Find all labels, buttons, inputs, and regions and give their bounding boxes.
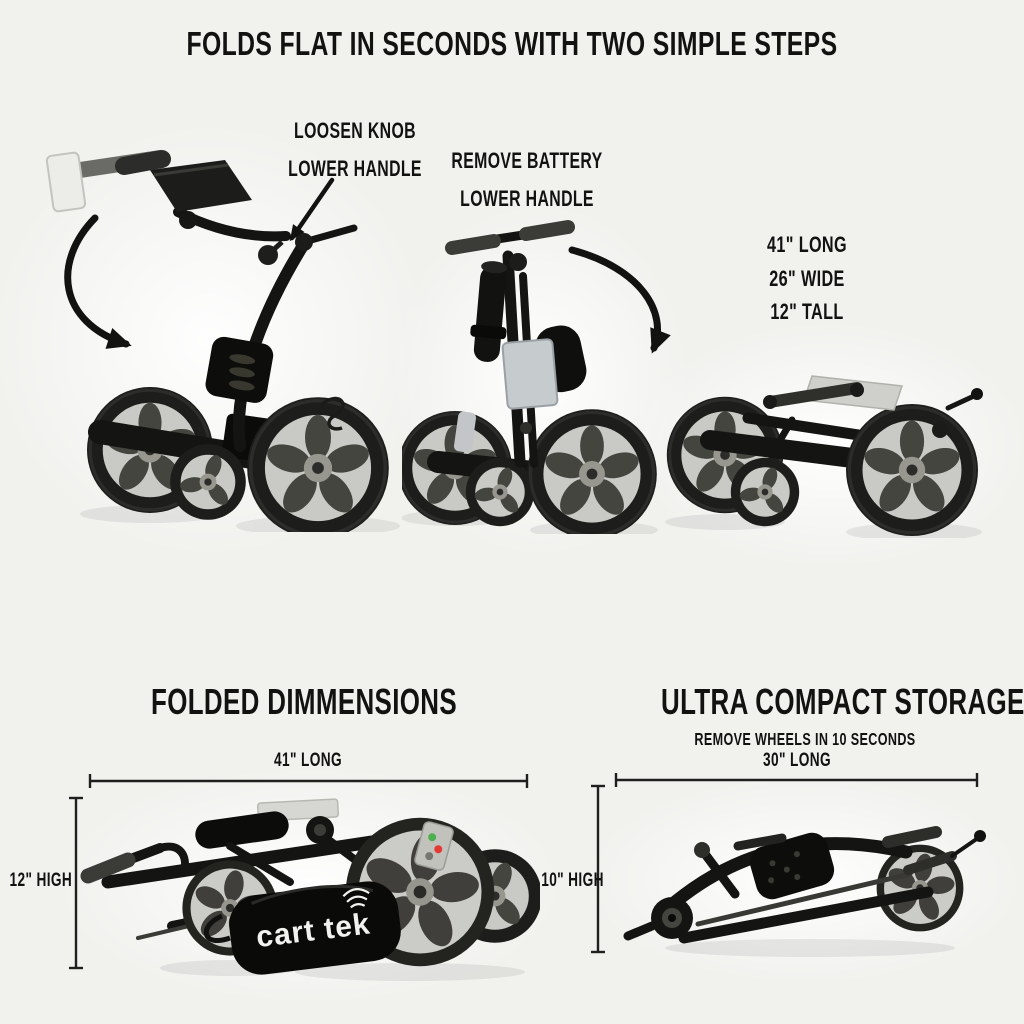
step2-line2: LOWER HANDLE: [460, 186, 594, 211]
step1-label: LOOSEN KNOB LOWER HANDLE: [265, 112, 445, 188]
dimension-line-30-long: [614, 773, 979, 787]
height-label-12: 12" HIGH: [9, 870, 73, 891]
spec-height: 12" TALL: [770, 299, 844, 324]
compact-storage-heading: ULTRA COMPACT STORAGE: [661, 681, 1024, 722]
rear-wheel-near: [844, 402, 980, 538]
height-label-10: 10" HIGH: [541, 870, 604, 891]
spec-length: 41" LONG: [767, 232, 847, 257]
step1-line1: LOOSEN KNOB: [294, 118, 416, 143]
length-label-41: 41" LONG: [274, 750, 342, 771]
front-wheel: [730, 457, 800, 527]
screen-mount: [45, 151, 87, 213]
rear-wheel-near: [245, 395, 391, 532]
step2-label: REMOVE BATTERY LOWER HANDLE: [437, 142, 617, 218]
rear-wheel-near: [525, 407, 658, 534]
cart-photo-folded: [665, 375, 983, 538]
folded-tube: [749, 832, 835, 900]
cart-photo-battery-removed: [402, 220, 658, 534]
basket: [205, 336, 274, 403]
handle-knob: [258, 245, 278, 265]
battery-plate: [501, 338, 559, 410]
control-panel: [414, 821, 454, 871]
compact-storage-subheading: REMOVE WHEELS IN 10 SECONDS: [694, 729, 916, 749]
folded-spec-list: 41" LONG 26" WIDE 12" TALL: [753, 228, 861, 329]
remote-bag: cart tek: [229, 881, 401, 975]
umbrella-holder: [470, 261, 508, 362]
page-title: FOLDS FLAT IN SECONDS WITH TWO SIMPLE ST…: [186, 25, 838, 62]
step1-line2: LOWER HANDLE: [288, 156, 422, 181]
front-wheel: [170, 444, 246, 520]
dimension-line-10-high: [591, 784, 605, 954]
step2-line1: REMOVE BATTERY: [451, 148, 603, 173]
length-label-30: 30" LONG: [763, 750, 831, 771]
front-wheel: [465, 457, 535, 527]
cart-photo-compact-storage: [623, 826, 986, 957]
cart-photo-folded-dimensions: cart tek: [80, 798, 540, 981]
folded-dimensions-heading: FOLDED DIMMENSIONS: [151, 681, 458, 722]
folded-handle-tube: [195, 811, 289, 849]
cart-photo-upright: [45, 150, 400, 532]
handle-knob: [509, 253, 527, 271]
antenna-knob: [974, 830, 986, 842]
spec-width: 26" WIDE: [769, 265, 845, 291]
signal-icon: [342, 888, 370, 909]
